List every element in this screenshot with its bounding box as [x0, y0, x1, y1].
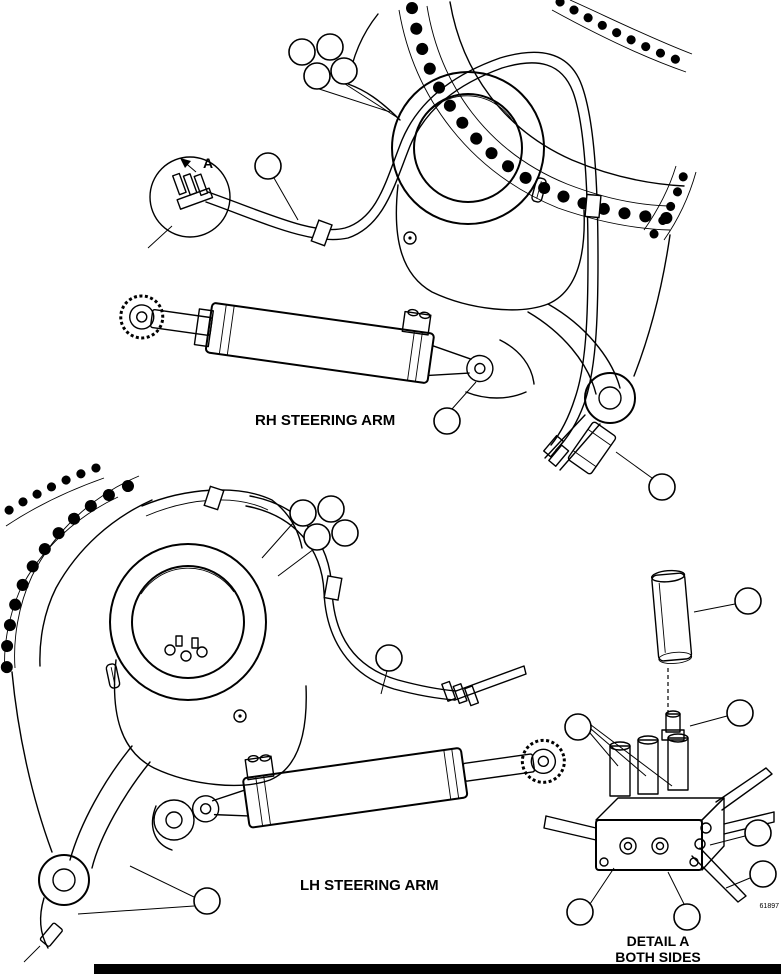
detail-fitting [661, 710, 685, 741]
detail-callouts [564, 587, 777, 931]
rh-hub-housing [347, 13, 585, 311]
callout-balloon [193, 887, 221, 915]
lh-steering-arm-drawing: LH STEERING ARM [0, 463, 566, 963]
lh-arm-pivot [11, 671, 151, 963]
figure-number: 61897 [760, 903, 780, 910]
rh-ring-gear [398, 0, 697, 241]
lh-callouts [77, 495, 403, 915]
callout-balloon [726, 699, 754, 727]
bottom-bar [94, 964, 781, 974]
detail-a-arrowhead [180, 158, 191, 168]
callout-balloon [566, 898, 594, 926]
callout-balloon [734, 587, 762, 615]
lh-hydraulic-cylinder [191, 738, 566, 829]
callout-balloon [303, 62, 331, 90]
callout-balloon [316, 33, 344, 61]
rh-detail-a-reference: A [147, 155, 231, 249]
callout-balloon [289, 499, 317, 527]
detail-tube [650, 569, 693, 664]
rh-arm-pivot [527, 234, 671, 475]
lh-steering-arm-label: LH STEERING ARM [300, 877, 439, 894]
rh-hose-lines [205, 51, 602, 467]
callout-balloon [288, 38, 316, 66]
callout-balloon [331, 519, 359, 547]
callout-balloon [648, 473, 676, 501]
callout-balloon [330, 57, 358, 85]
detail-a-marker-label: A [203, 155, 213, 171]
callout-balloon [744, 819, 772, 847]
lh-ring-gear [0, 463, 153, 676]
rh-clevis-bracket [465, 339, 535, 399]
callout-balloon [317, 495, 345, 523]
callout-balloon [673, 903, 701, 931]
rh-steering-arm-drawing: A RH STEERING ARM [119, 0, 697, 501]
callout-balloon [749, 860, 777, 888]
callout-balloon [375, 644, 403, 672]
callout-balloon [303, 523, 331, 551]
callout-balloon [564, 713, 592, 741]
rh-callouts [254, 33, 676, 501]
detail-hoses [543, 767, 775, 903]
rh-hydraulic-cylinder [119, 294, 494, 384]
rh-steering-arm-label: RH STEERING ARM [255, 412, 395, 429]
callout-balloon [254, 152, 282, 180]
detail-a-subtitle: BOTH SIDES [615, 949, 701, 965]
callout-balloon [433, 407, 461, 435]
detail-valve-manifold [595, 733, 725, 871]
detail-a-drawing: DETAIL A BOTH SIDES [543, 569, 777, 965]
lh-hub-housing [105, 485, 307, 787]
detail-a-title: DETAIL A [627, 933, 690, 949]
lh-cylinder-mount [151, 799, 195, 851]
